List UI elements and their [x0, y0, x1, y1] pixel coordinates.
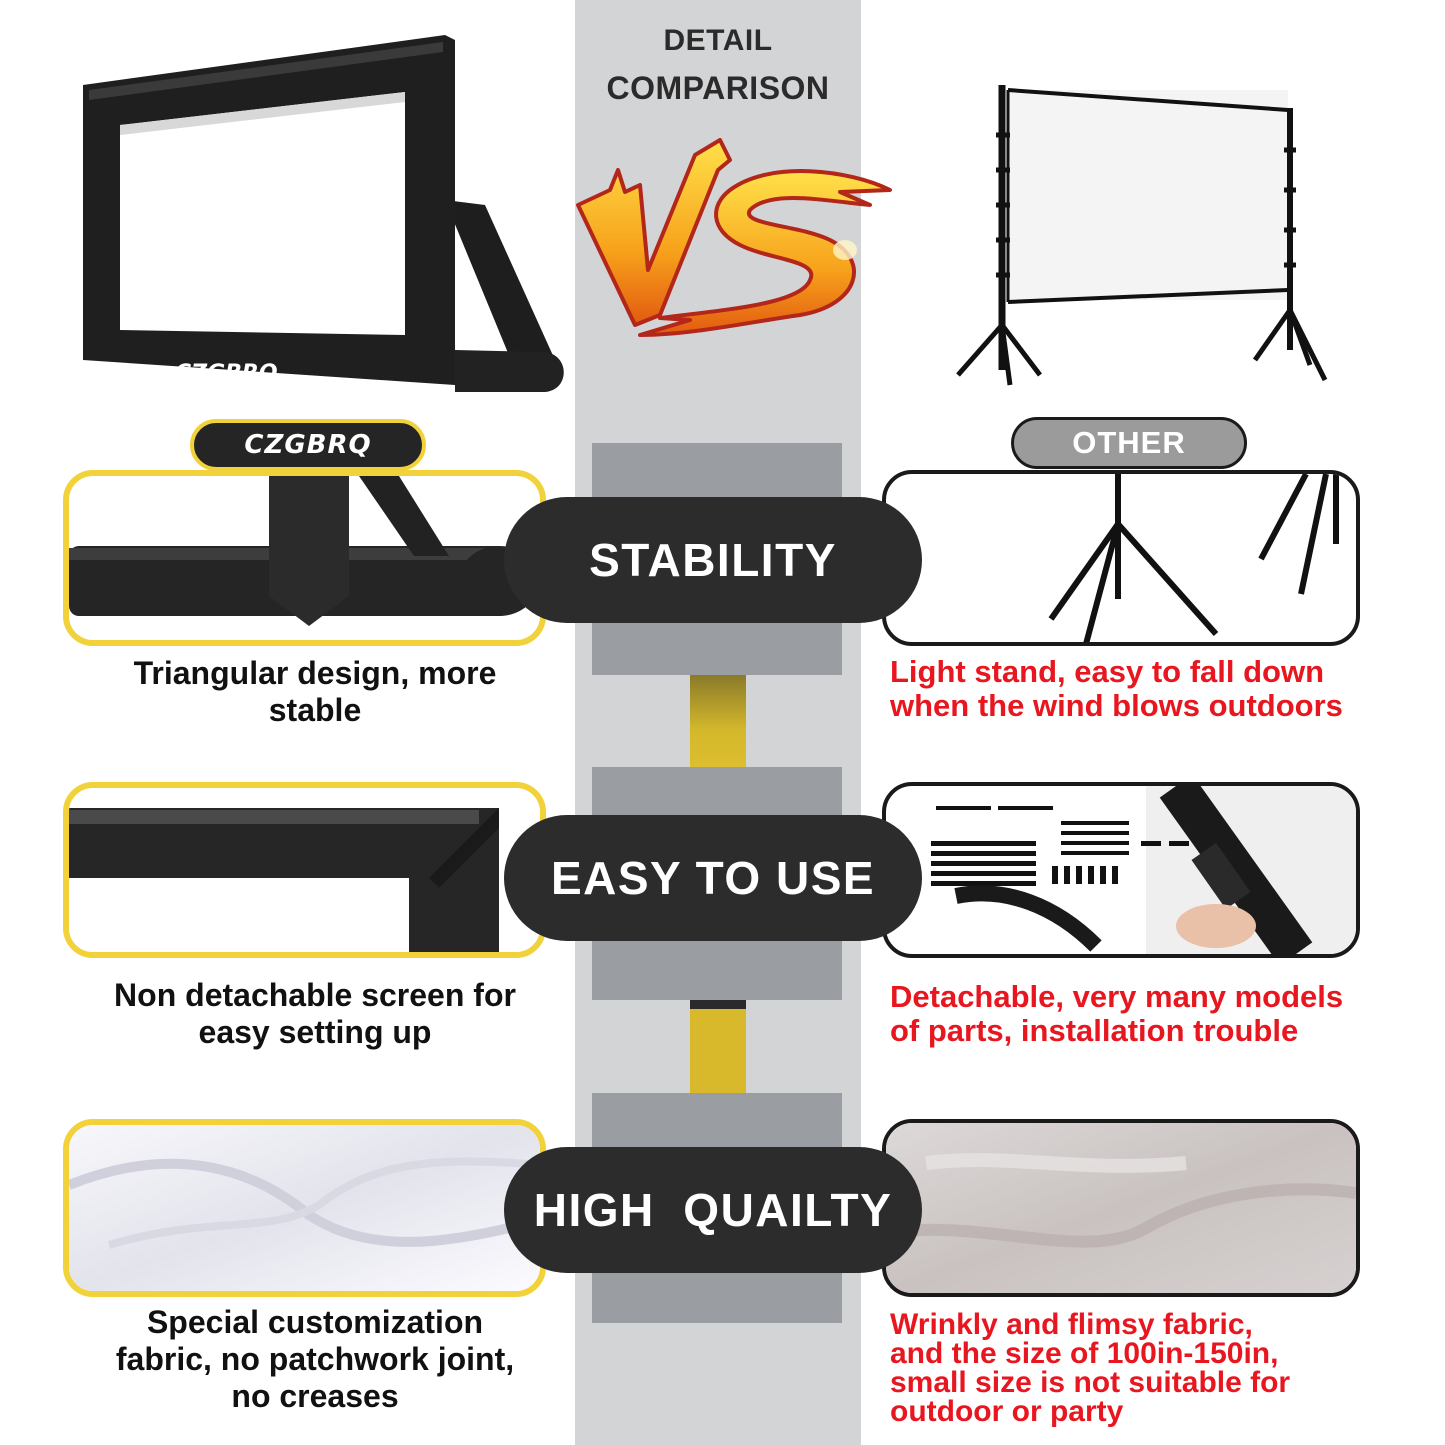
panel-right-quality — [882, 1119, 1360, 1297]
other-badge-label: OTHER — [1072, 425, 1186, 460]
left-caption-easy-to-use: Non detachable screen for easy setting u… — [114, 977, 516, 1050]
panel-right-stability — [882, 470, 1360, 646]
left-caption-high-quality: Special customization fabric, no patchwo… — [115, 1304, 515, 1414]
left-caption-stability: Triangular design, more stable — [133, 655, 497, 728]
feature-pill-easy-to-use: EASY TO USE — [504, 815, 922, 941]
panel-right-easy — [882, 782, 1360, 958]
svg-text:CZGBRQ: CZGBRQ — [175, 361, 278, 386]
title-line-2: COMPARISON — [606, 70, 830, 106]
inflatable-frame-corner-icon — [69, 788, 540, 952]
panel-left-quality — [63, 1119, 546, 1297]
tripod-stands-icon — [1048, 474, 1339, 642]
connector-1 — [690, 675, 746, 767]
brand-badge-label: CZGBRQ — [244, 430, 372, 460]
panel-left-easy — [63, 782, 546, 958]
inflatable-base-closeup-icon — [69, 476, 539, 626]
stand-screen-icon — [950, 80, 1330, 390]
title-line-1: DETAIL — [663, 24, 773, 57]
panel-left-stability — [63, 470, 546, 646]
wrinkled-fabric-icon — [886, 1123, 1356, 1293]
connector-2 — [690, 1009, 746, 1093]
brand-badge: CZGBRQ — [190, 419, 426, 471]
smooth-white-fabric-icon — [69, 1125, 540, 1291]
connector-cap — [690, 1000, 746, 1009]
feature-pill-high-quality: HIGH QUAILTY — [504, 1147, 922, 1273]
right-caption-stability: Light stand, easy to fall down when the … — [890, 654, 1343, 723]
detachable-parts-icon — [931, 786, 1356, 954]
inflatable-screen-icon: CZGBRQ — [75, 30, 570, 405]
vs-emblem-icon — [570, 130, 900, 340]
other-badge: OTHER — [1011, 417, 1247, 469]
right-caption-high-quality: Wrinkly and flimsy fabric, and the size … — [890, 1308, 1291, 1428]
right-caption-easy-to-use: Detachable, very many models of parts, i… — [890, 979, 1344, 1048]
feature-pill-stability: STABILITY — [504, 497, 922, 623]
